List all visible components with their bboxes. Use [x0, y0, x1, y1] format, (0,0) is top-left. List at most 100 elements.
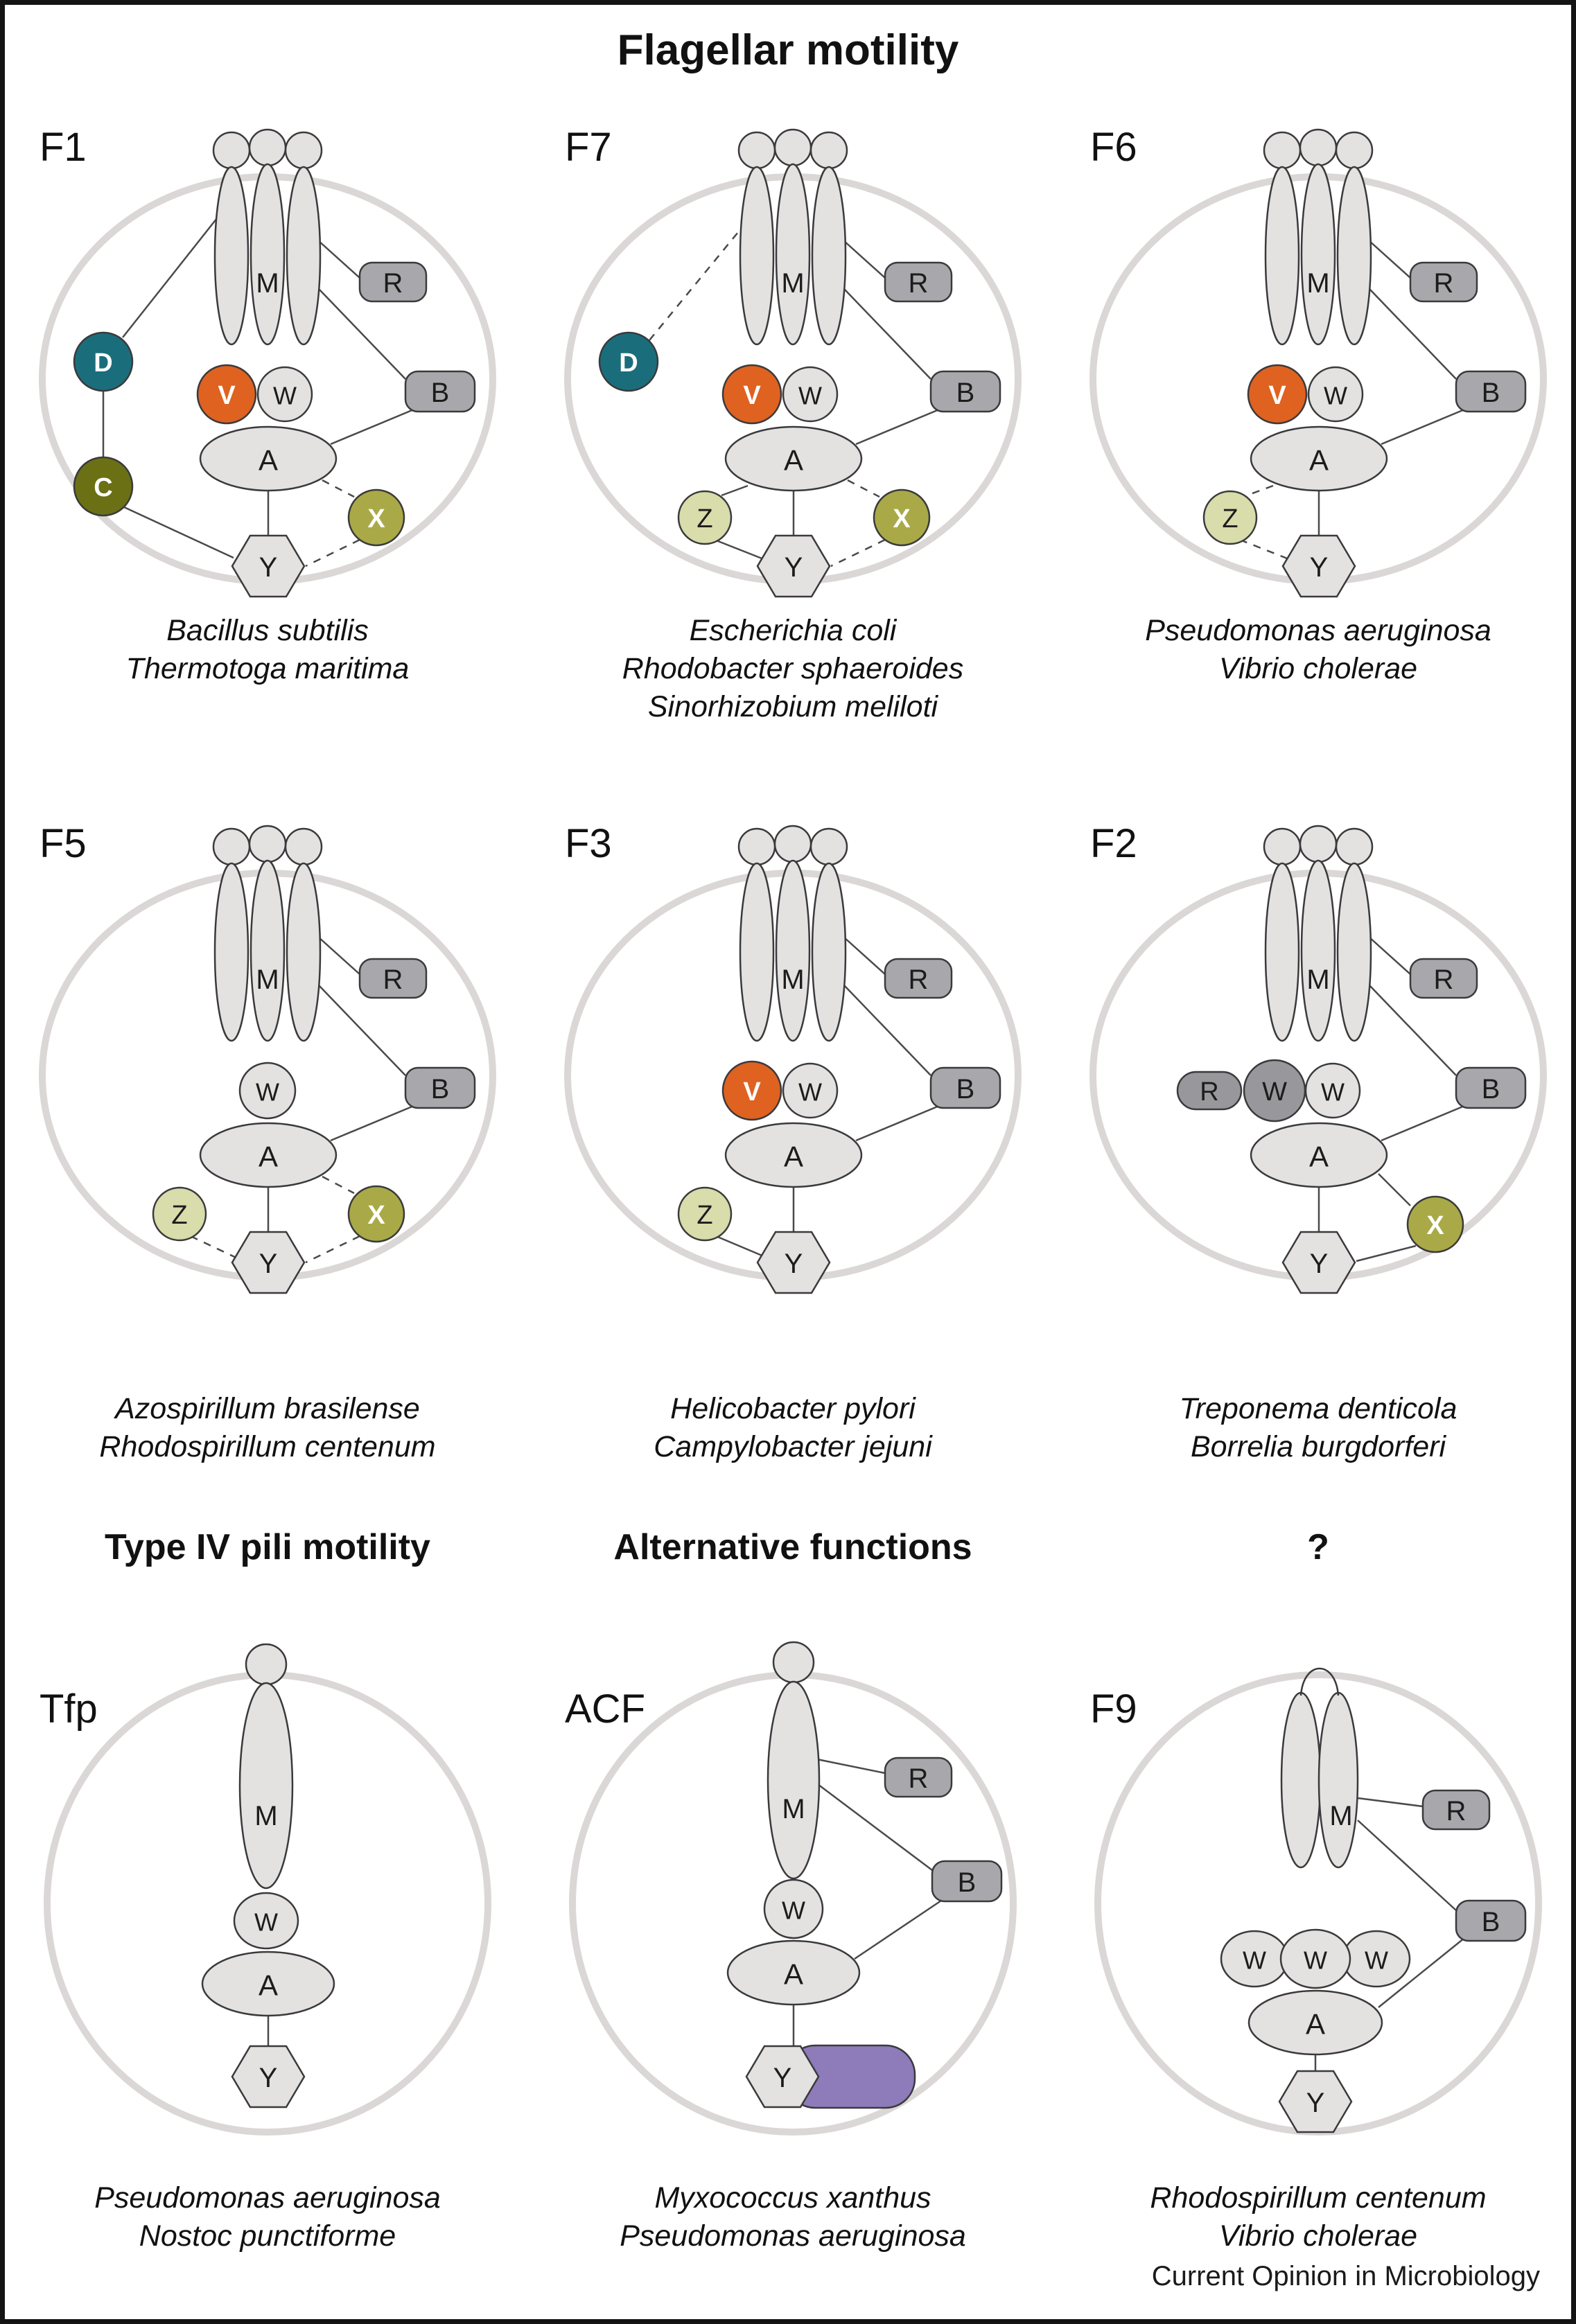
svg-text:M: M: [256, 965, 279, 995]
node-R: R: [884, 958, 953, 999]
node-A: A: [724, 425, 863, 492]
species-name: Vibrio cholerae: [1218, 652, 1418, 685]
node-R: R: [1421, 1789, 1491, 1831]
receptor-head: [1263, 827, 1302, 866]
svg-text:D: D: [94, 349, 112, 378]
panel-code-F5: F5: [40, 821, 87, 866]
svg-text:Y: Y: [259, 1249, 278, 1279]
edge-solid: [714, 538, 768, 562]
species-name: Vibrio cholerae: [1218, 2219, 1418, 2253]
receptor-body: [775, 859, 811, 1042]
edge-solid: [843, 240, 886, 279]
node-B: B: [1455, 370, 1527, 413]
receptor-head: [772, 1641, 815, 1684]
edge-dashed: [190, 1235, 241, 1261]
species-name: Sinorhizobium meliloti: [647, 690, 938, 723]
species-name: Myxococcus xanthus: [654, 2181, 931, 2215]
receptor-body: [739, 862, 775, 1042]
node-V: V: [721, 364, 782, 425]
svg-text:R: R: [909, 268, 929, 299]
node-A: A: [199, 425, 338, 492]
node-R: R: [1409, 261, 1478, 303]
node-B: B: [929, 1066, 1001, 1109]
node-M: M: [256, 965, 279, 995]
species-name: Rhodospirillum centenum: [99, 1430, 436, 1463]
edge-dashed: [322, 479, 355, 498]
node-R: R: [1409, 958, 1478, 999]
section-header-unknown: ?: [1307, 1527, 1329, 1567]
svg-text:M: M: [254, 1801, 277, 1831]
edge-dashed: [322, 1175, 355, 1195]
svg-text:R: R: [383, 268, 403, 299]
svg-text:W: W: [256, 1078, 279, 1107]
node-D: D: [598, 331, 659, 392]
edge-solid: [715, 1235, 769, 1260]
svg-text:Y: Y: [785, 1249, 803, 1279]
edge-solid: [330, 1104, 414, 1142]
edge-dashed: [830, 538, 886, 567]
node-M: M: [781, 268, 804, 299]
node-W: W: [1279, 1928, 1351, 1989]
receptor-head: [248, 128, 287, 167]
svg-text:B: B: [1482, 1074, 1500, 1104]
species-name: Rhodospirillum centenum: [1150, 2181, 1487, 2215]
svg-text:C: C: [94, 473, 112, 502]
svg-text:W: W: [1304, 1946, 1327, 1975]
edge-solid: [1357, 1820, 1457, 1911]
node-Y: Y: [745, 2045, 820, 2109]
svg-text:A: A: [259, 444, 278, 477]
svg-text:Y: Y: [1310, 1249, 1329, 1279]
edge-solid: [1378, 1937, 1465, 2008]
species-name: Nostoc punctiforme: [139, 2219, 396, 2253]
svg-text:A: A: [1306, 2008, 1325, 2041]
edge-dashed: [305, 538, 360, 567]
node-M: M: [256, 268, 279, 299]
receptor-head: [1335, 827, 1374, 866]
node-R: R: [358, 261, 428, 303]
svg-text:R: R: [909, 965, 929, 995]
svg-text:W: W: [254, 1908, 278, 1937]
node-R: R: [884, 261, 953, 303]
edge-solid: [1381, 408, 1465, 446]
node-W: W: [763, 1878, 824, 1939]
receptor-body: [1336, 166, 1372, 346]
edge-solid: [318, 985, 406, 1076]
receptor-body: [1336, 862, 1372, 1042]
edge-solid: [317, 936, 360, 975]
node-Y: Y: [1281, 534, 1356, 598]
receptor-loop: [1299, 1667, 1340, 1696]
svg-text:W: W: [1324, 382, 1347, 410]
svg-text:Z: Z: [697, 504, 712, 534]
panel-code-Tfp: Tfp: [40, 1687, 98, 1732]
node-A: A: [1250, 425, 1388, 492]
edge-dashed: [1246, 484, 1274, 497]
node-W: W: [238, 1062, 297, 1120]
edge-solid: [855, 408, 940, 446]
species-name: Azospirillum brasilense: [115, 1392, 420, 1425]
svg-text:M: M: [256, 268, 279, 299]
svg-text:A: A: [784, 1958, 803, 1991]
svg-text:A: A: [1309, 1141, 1329, 1173]
node-A: A: [724, 1122, 863, 1188]
edge-solid: [318, 288, 406, 380]
node-A: A: [726, 1939, 861, 2006]
svg-text:V: V: [1268, 381, 1286, 410]
species-name: Pseudomonas aeruginosa: [94, 2181, 441, 2215]
svg-text:Z: Z: [697, 1201, 712, 1230]
species-name: Helicobacter pylori: [670, 1392, 916, 1425]
receptor-body: [249, 859, 286, 1042]
edge-solid: [817, 1784, 933, 1871]
edge-solid: [1369, 288, 1457, 380]
node-A: A: [1250, 1122, 1388, 1188]
edge-solid: [855, 1104, 940, 1142]
